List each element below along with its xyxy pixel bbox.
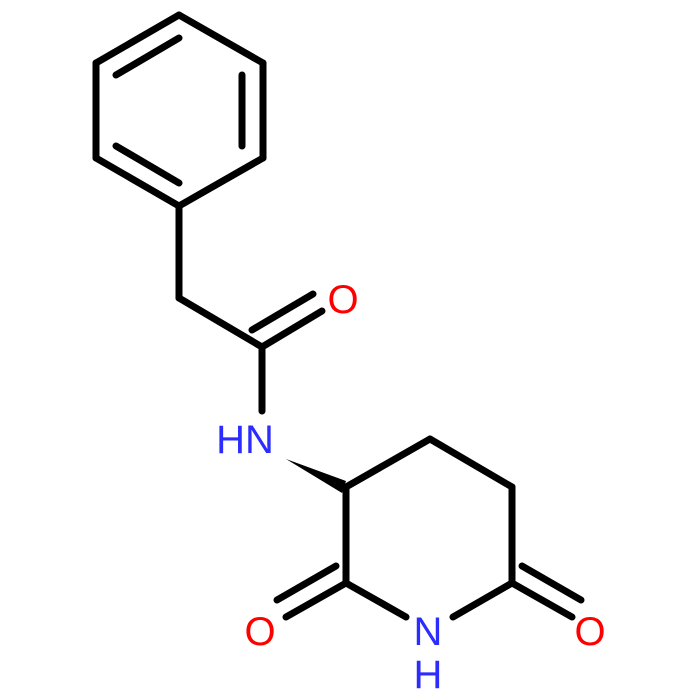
bond xyxy=(112,142,183,187)
benzene-ring xyxy=(92,11,267,210)
bond xyxy=(449,579,516,621)
bond xyxy=(92,11,183,67)
bond xyxy=(92,154,183,210)
nitrogen-atom-label: N xyxy=(414,610,443,654)
bond xyxy=(342,579,410,621)
oxygen-atom-label: O xyxy=(244,610,275,654)
bond xyxy=(248,290,317,334)
bond xyxy=(426,435,516,491)
nh-atom-label: HN xyxy=(216,418,274,462)
bond xyxy=(112,34,183,79)
bond xyxy=(175,154,267,210)
bond xyxy=(273,562,340,604)
bond xyxy=(258,307,326,351)
oxygen-atom-label: O xyxy=(574,610,605,654)
bond xyxy=(518,562,585,604)
oxygen-atom-label: O xyxy=(327,278,358,322)
bond xyxy=(175,294,266,351)
hydrogen-atom-label: H xyxy=(414,653,443,697)
bond xyxy=(175,11,267,67)
side-chain xyxy=(175,202,326,415)
bond xyxy=(508,579,576,621)
bond xyxy=(282,579,350,621)
wedge-bond xyxy=(286,459,346,493)
bond xyxy=(342,435,434,491)
piperidinedione-ring xyxy=(273,435,585,621)
